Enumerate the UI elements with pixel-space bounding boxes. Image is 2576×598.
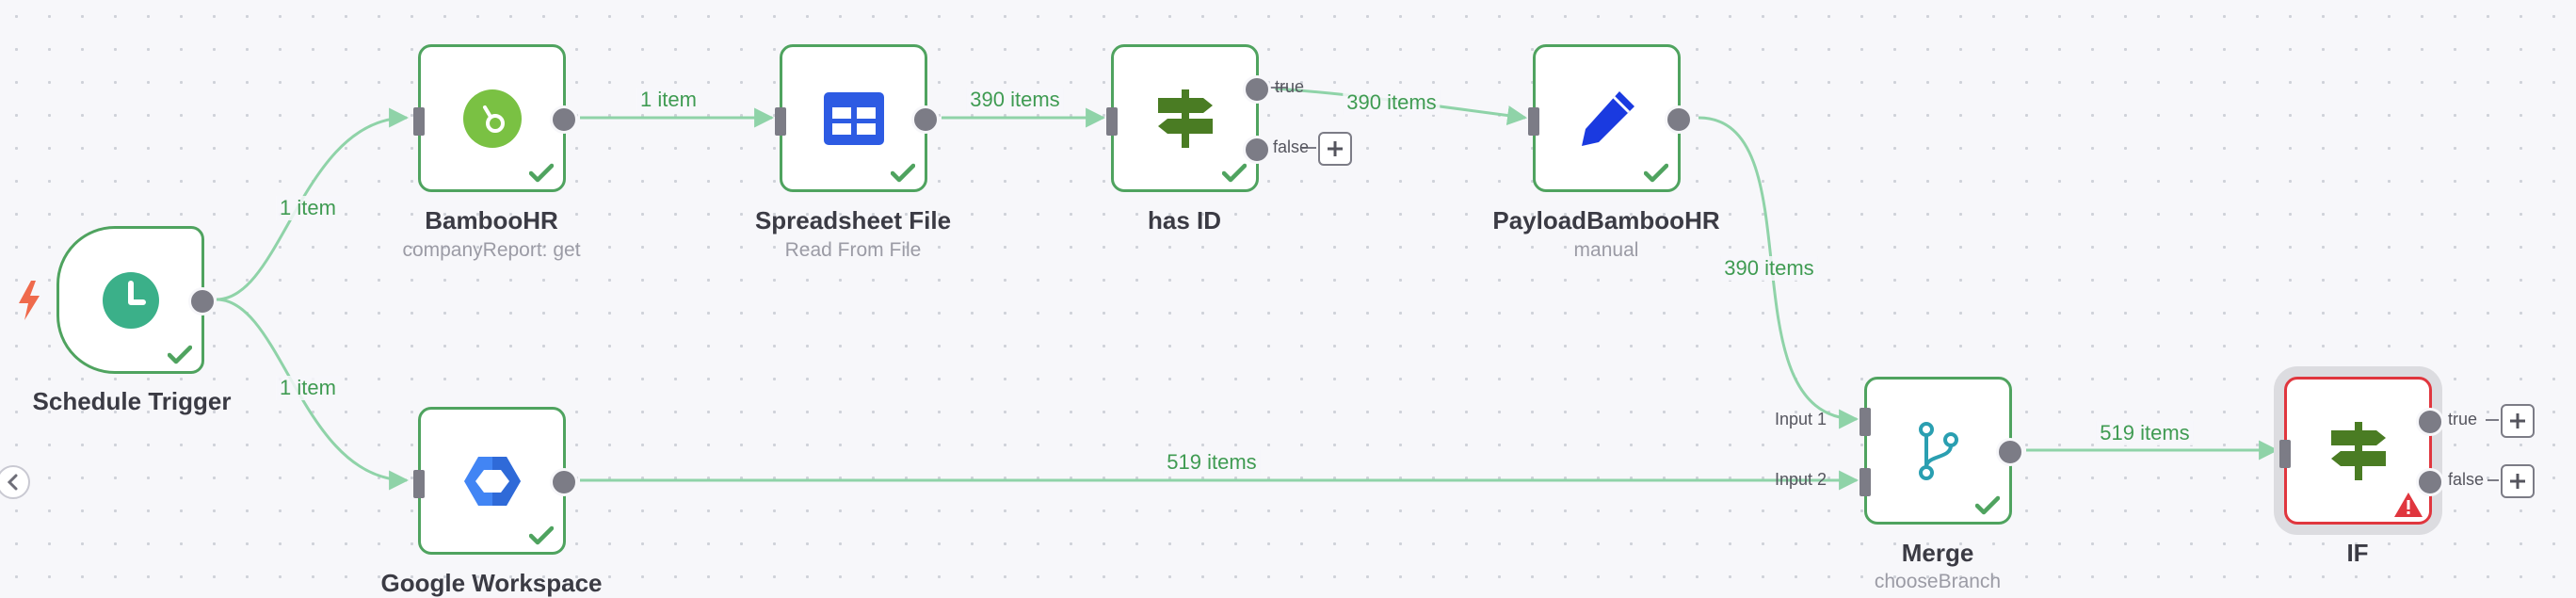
node-bamboohr[interactable] (413, 44, 578, 192)
output-handle[interactable] (188, 287, 217, 315)
port-label-true: true (1275, 77, 1305, 96)
edge-label-workspace-merge: 519 items (1163, 450, 1261, 475)
chevron-left-icon (7, 474, 18, 491)
node-subtitle-bamboohr: companyReport: get (402, 239, 581, 261)
node-title-has-id: has ID (1147, 206, 1222, 234)
node-has-id[interactable] (1106, 44, 1271, 192)
google-workspace-icon (463, 456, 521, 506)
port-label-true: true (2448, 410, 2478, 428)
success-check-icon (529, 525, 554, 545)
port-label-false: false (2448, 470, 2485, 489)
node-if[interactable] (2279, 377, 2444, 525)
edge-label-trigger-workspace: 1 item (276, 376, 340, 400)
output-handle[interactable] (1996, 438, 2024, 466)
node-title-payload-bamboohr: PayloadBambooHR (1492, 206, 1720, 234)
bamboohr-icon (462, 89, 522, 148)
output-handle[interactable] (550, 105, 578, 134)
success-check-icon (168, 345, 192, 364)
node-google-workspace[interactable] (413, 407, 578, 555)
pencil-icon (1581, 90, 1634, 146)
edge-label-spreadsheet-hasid: 390 items (966, 88, 1064, 112)
input-handle[interactable] (1528, 107, 1539, 136)
node-title-spreadsheet-file: Spreadsheet File (754, 206, 952, 234)
node-title-merge: Merge (1901, 539, 1974, 567)
success-check-icon (1644, 163, 1668, 183)
success-check-icon (1222, 163, 1247, 183)
plus-icon (1328, 141, 1343, 156)
input-handle-1[interactable] (1860, 408, 1871, 436)
success-check-icon (891, 163, 915, 183)
node-payload-bamboohr[interactable] (1528, 44, 1693, 192)
trigger-bolt-icon (19, 281, 40, 320)
node-subtitle-merge: chooseBranch (1874, 571, 2002, 592)
output-handle-true[interactable] (1243, 75, 1271, 104)
output-handle-false[interactable] (1243, 136, 1271, 164)
port-label-input-2: Input 2 (1775, 470, 1827, 489)
output-handle[interactable] (911, 105, 940, 134)
node-title-google-workspace: Google Workspace (380, 569, 603, 597)
node-title-if: IF (2346, 539, 2369, 567)
plus-icon (2510, 474, 2525, 489)
merge-icon (1918, 421, 1958, 480)
edge-label-payload-merge: 390 items (1720, 256, 1818, 281)
input-handle[interactable] (1106, 107, 1118, 136)
edge-label-merge-if: 519 items (2096, 421, 2194, 445)
node-subtitle-spreadsheet-file: Read From File (784, 239, 922, 261)
node-schedule-trigger[interactable] (56, 226, 217, 374)
input-handle[interactable] (2279, 440, 2291, 468)
port-label-false: false (1273, 137, 1310, 156)
node-spreadsheet-file[interactable] (775, 44, 940, 192)
warning-icon (2394, 493, 2423, 517)
collapse-panel-button[interactable] (0, 465, 30, 499)
edge-label-hasid-payload: 390 items (1343, 90, 1441, 115)
output-handle-false[interactable] (2416, 468, 2444, 496)
clock-icon (102, 271, 159, 329)
output-handle[interactable] (550, 468, 578, 496)
input-handle[interactable] (413, 107, 425, 136)
input-handle[interactable] (775, 107, 786, 136)
node-subtitle-payload-bamboohr: manual (1573, 239, 1639, 261)
port-label-input-1: Input 1 (1775, 410, 1827, 428)
table-icon (823, 91, 884, 145)
node-title-schedule-trigger: Schedule Trigger (32, 387, 232, 415)
output-handle[interactable] (1665, 105, 1693, 134)
add-node-button[interactable] (1318, 132, 1352, 166)
output-handle-true[interactable] (2416, 408, 2444, 436)
input-handle[interactable] (413, 470, 425, 498)
node-title-bamboohr: BambooHR (425, 206, 558, 234)
success-check-icon (529, 163, 554, 183)
node-merge[interactable] (1860, 377, 2024, 525)
add-node-button[interactable] (2501, 464, 2535, 498)
input-handle-2[interactable] (1860, 468, 1871, 496)
success-check-icon (1975, 495, 2000, 515)
edge-label-bamboohr-spreadsheet: 1 item (636, 88, 700, 112)
edge-label-trigger-bamboohr: 1 item (276, 196, 340, 220)
add-node-button[interactable] (2501, 404, 2535, 438)
signpost-icon (1157, 89, 1213, 148)
signpost-icon (2330, 421, 2386, 480)
plus-icon (2510, 413, 2525, 428)
